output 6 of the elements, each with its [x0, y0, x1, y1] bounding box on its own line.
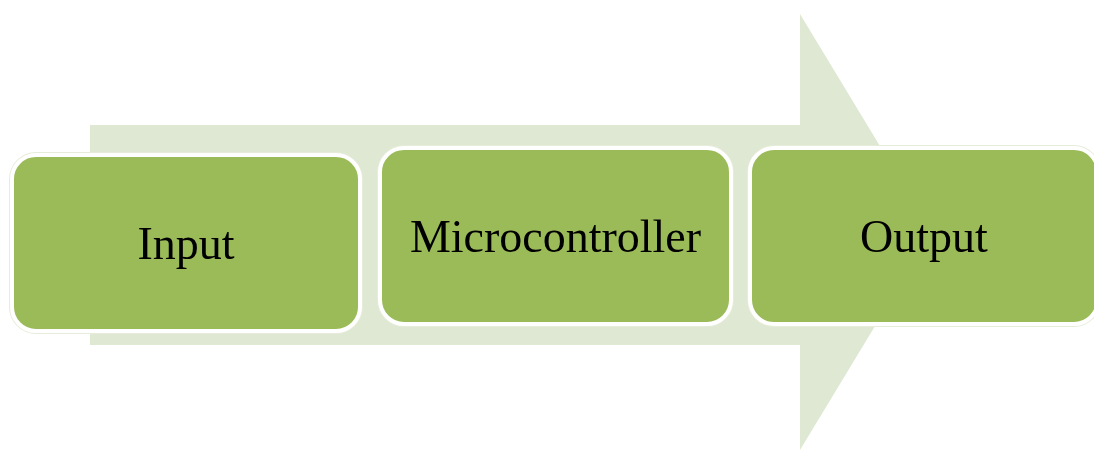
- box-label: Microcontroller: [409, 209, 702, 263]
- process-box: [378, 146, 733, 326]
- box-label: Input: [137, 216, 235, 270]
- process-box: [10, 153, 362, 333]
- box-label: Output: [860, 209, 988, 263]
- process-box: [748, 146, 1094, 326]
